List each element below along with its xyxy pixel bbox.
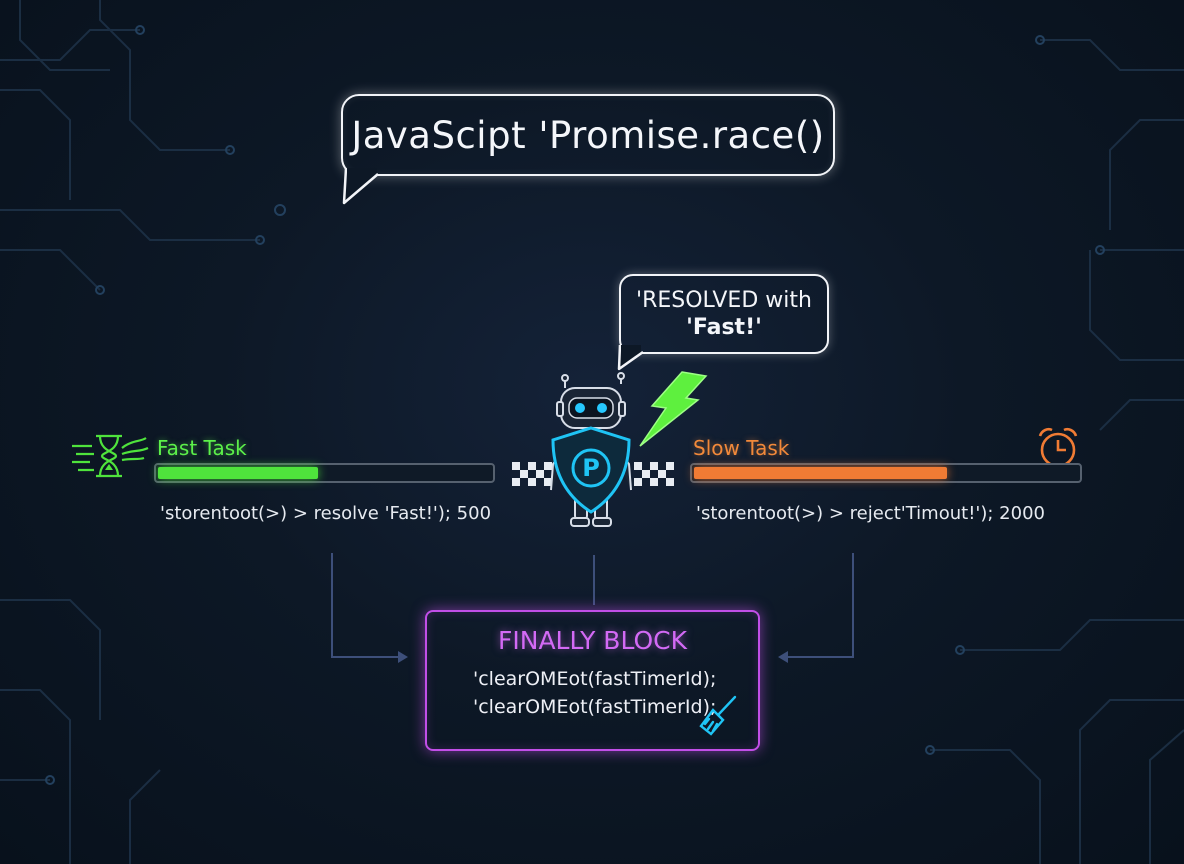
finally-title: FINALLY BLOCK bbox=[497, 626, 688, 655]
resolved-line-1: 'RESOLVED with bbox=[636, 288, 812, 313]
title-bubble-tail bbox=[342, 168, 379, 205]
diagram-title: JavaScipt 'Promise.race() bbox=[351, 114, 825, 157]
slow-task-label: Slow Task bbox=[693, 436, 790, 460]
checkered-flag-left bbox=[512, 462, 552, 486]
resolved-line-2: 'Fast!' bbox=[686, 315, 762, 340]
winged-hourglass-icon bbox=[72, 434, 149, 478]
fast-task-progress-fill bbox=[158, 467, 318, 479]
fast-task-label: Fast Task bbox=[157, 436, 247, 460]
finally-block: FINALLY BLOCK 'clearOMEot(fastTimerId); … bbox=[425, 610, 760, 751]
resolved-bubble-tail bbox=[617, 345, 644, 371]
slow-task-progress-bar bbox=[690, 463, 1082, 483]
lightning-bolt-icon bbox=[639, 371, 708, 447]
slow-task-progress-fill bbox=[694, 467, 947, 479]
slow-task-code: 'storentoot(>) > reject'Timout!'); 2000 bbox=[696, 503, 1045, 524]
robot-with-shield-icon: P bbox=[550, 372, 632, 527]
fast-task-code: 'storentoot(>) > resolve 'Fast!'); 500 bbox=[160, 503, 492, 524]
resolved-bubble: 'RESOLVED with 'Fast!' bbox=[619, 274, 829, 354]
finally-code-line-2: 'clearOMEot(fastTimerId); bbox=[473, 696, 717, 718]
shield-letter: P bbox=[582, 454, 600, 482]
broom-icon bbox=[699, 695, 737, 736]
title-bubble: JavaScipt 'Promise.race() bbox=[341, 94, 835, 176]
checkered-flag-right bbox=[634, 462, 674, 486]
finally-code-line-1: 'clearOMEot(fastTimerId); bbox=[473, 668, 717, 690]
fast-task-progress-bar bbox=[154, 463, 495, 483]
